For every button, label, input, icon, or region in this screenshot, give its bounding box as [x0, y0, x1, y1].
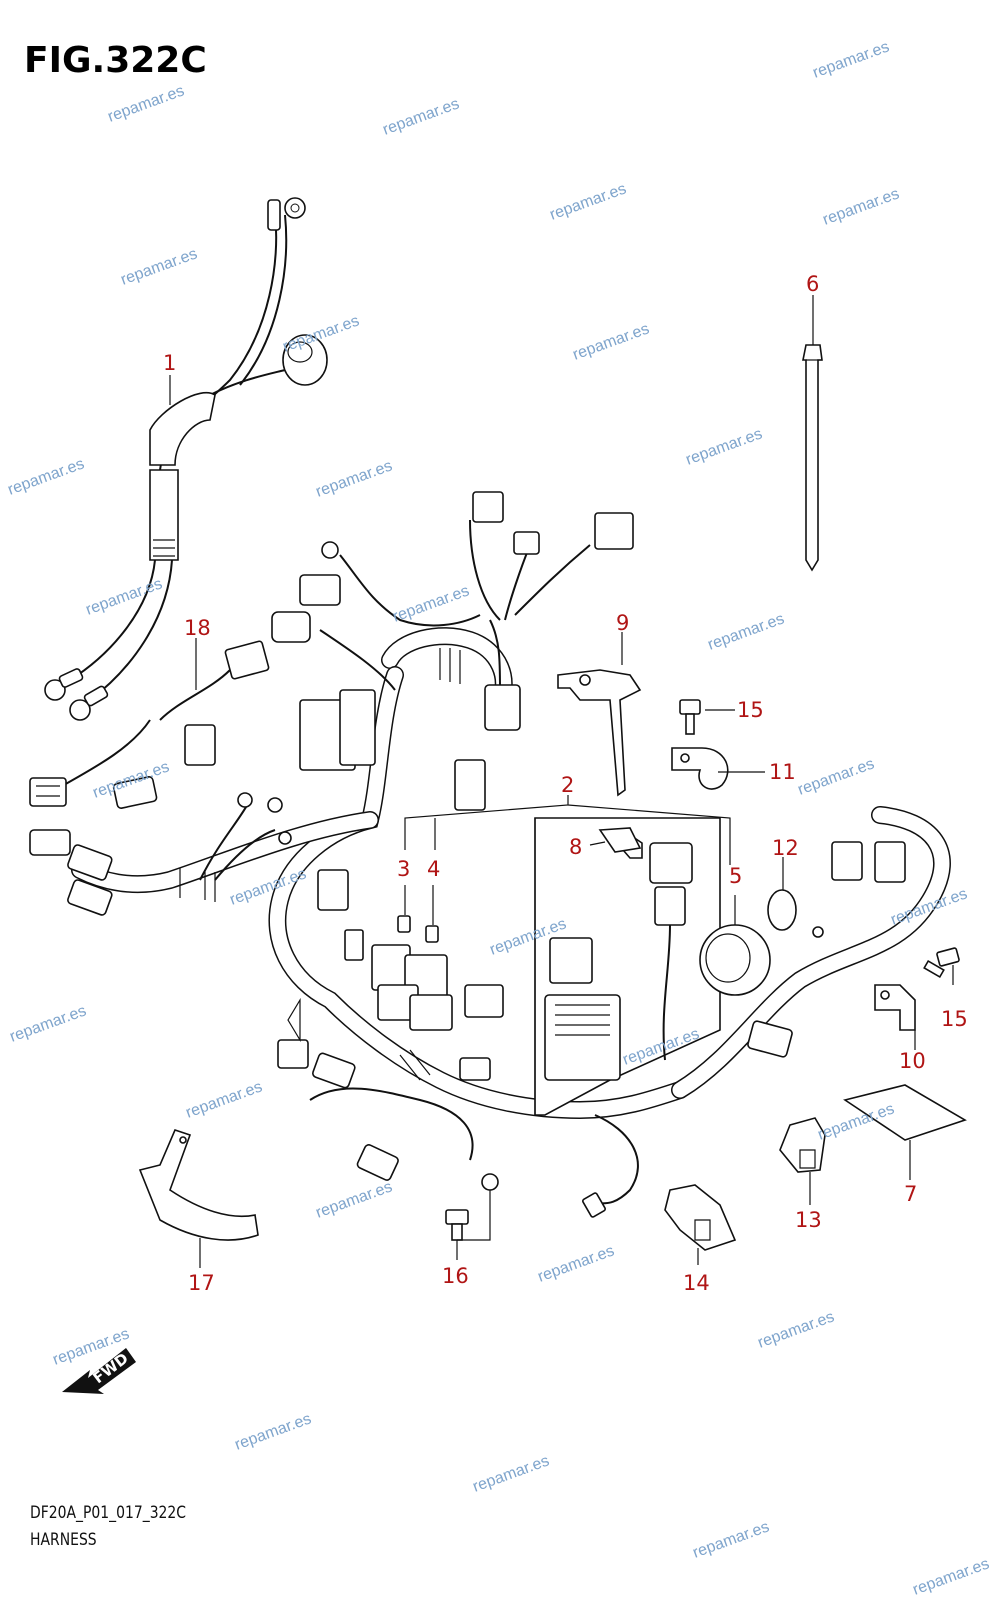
bolt-16-part	[445, 1209, 469, 1241]
callout-15b: 15	[941, 1007, 968, 1031]
callout-7: 7	[904, 1182, 917, 1206]
watermark-text: repamar.es	[821, 185, 902, 228]
callout-9: 9	[616, 611, 629, 635]
watermark-text: repamar.es	[6, 455, 87, 498]
callout-6: 6	[806, 272, 819, 296]
watermark-text: repamar.es	[684, 425, 765, 468]
watermark-text: repamar.es	[548, 180, 629, 223]
callout-13: 13	[795, 1208, 822, 1232]
callout-17: 17	[188, 1271, 215, 1295]
watermark-text: repamar.es	[691, 1518, 772, 1561]
callout-5: 5	[729, 864, 742, 888]
clip-12-part	[767, 889, 824, 938]
cushion-8-part	[598, 827, 642, 853]
watermark-text: repamar.es	[471, 1452, 552, 1495]
cable-tie-part	[802, 344, 823, 572]
watermark-text: repamar.es	[233, 1410, 314, 1453]
drawing-code: DF20A_P01_017_322C	[30, 1503, 187, 1523]
bracket-9-part	[557, 669, 642, 797]
watermark-text: repamar.es	[811, 38, 892, 81]
extension-harness-part	[29, 640, 270, 807]
callout-18: 18	[184, 616, 211, 640]
bracket-10-part	[874, 984, 916, 1031]
watermark-text: repamar.es	[84, 575, 165, 618]
watermark-text: repamar.es	[796, 755, 877, 798]
callout-10: 10	[899, 1049, 926, 1073]
main-harness-part	[29, 491, 951, 1218]
watermark-text: repamar.es	[706, 610, 787, 653]
watermark-text: repamar.es	[228, 865, 309, 908]
callout-14: 14	[683, 1271, 710, 1295]
watermark-layer: repamar.es repamar.es repamar.es repamar…	[6, 38, 992, 1598]
bracket-17-part	[138, 1129, 259, 1241]
junction-box-part	[371, 817, 771, 1116]
watermark-text: repamar.es	[911, 1555, 992, 1598]
callout-8: 8	[569, 835, 582, 859]
clip-13-part	[779, 1117, 826, 1173]
callout-11: 11	[769, 760, 796, 784]
callout-2: 2	[561, 773, 574, 797]
callout-12: 12	[772, 836, 799, 860]
bolt-15b-part	[923, 947, 960, 979]
callout-labels: 1 2 3 4 5 6 7 8 9 10 11 12 13 14 15 15 1…	[163, 272, 968, 1295]
callout-4: 4	[427, 857, 440, 881]
leader-lines	[169, 295, 954, 1268]
sheet-7-part	[843, 1084, 967, 1141]
watermark-text: repamar.es	[8, 1002, 89, 1045]
watermark-text: repamar.es	[756, 1308, 837, 1351]
watermark-text: repamar.es	[184, 1078, 265, 1121]
clamp-11-part	[671, 747, 729, 790]
callout-16: 16	[442, 1264, 469, 1288]
battery-cable-part	[44, 197, 328, 721]
watermark-text: repamar.es	[314, 1178, 395, 1221]
drawing-caption: HARNESS	[30, 1530, 97, 1550]
watermark-text: repamar.es	[119, 245, 200, 288]
watermark-text: repamar.es	[571, 320, 652, 363]
callout-15a: 15	[737, 698, 764, 722]
watermark-text: repamar.es	[381, 95, 462, 138]
callout-3: 3	[397, 857, 410, 881]
callout-1: 1	[163, 351, 176, 375]
watermark-text: repamar.es	[536, 1242, 617, 1285]
figure-title: FIG.322C	[24, 40, 207, 81]
watermark-text: repamar.es	[314, 457, 395, 500]
watermark-text: repamar.es	[106, 82, 187, 125]
bolt-15-part	[679, 699, 701, 735]
watermark-text: repamar.es	[391, 582, 472, 625]
clip-14-part	[664, 1184, 737, 1251]
